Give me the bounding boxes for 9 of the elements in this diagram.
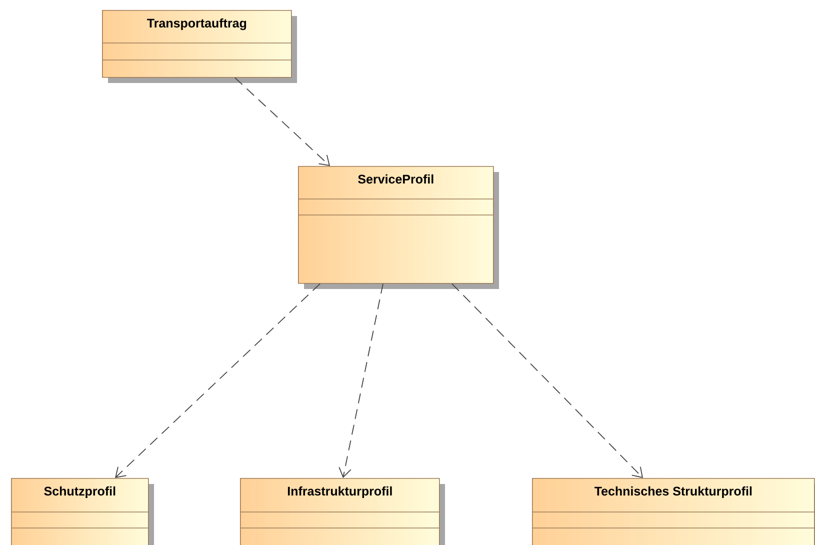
class-box: Infrastrukturprofil bbox=[240, 478, 445, 545]
dependency-arrow bbox=[452, 283, 643, 478]
class-box: ServiceProfil bbox=[298, 166, 499, 289]
class-box: Transportauftrag bbox=[102, 10, 297, 83]
dependency-arrow bbox=[115, 283, 320, 478]
dependency-arrow bbox=[338, 283, 384, 478]
class-box: Technisches Strukturprofil bbox=[532, 478, 815, 545]
dependency-arrow bbox=[234, 77, 330, 166]
class-box: Schutzprofil bbox=[10, 478, 154, 545]
